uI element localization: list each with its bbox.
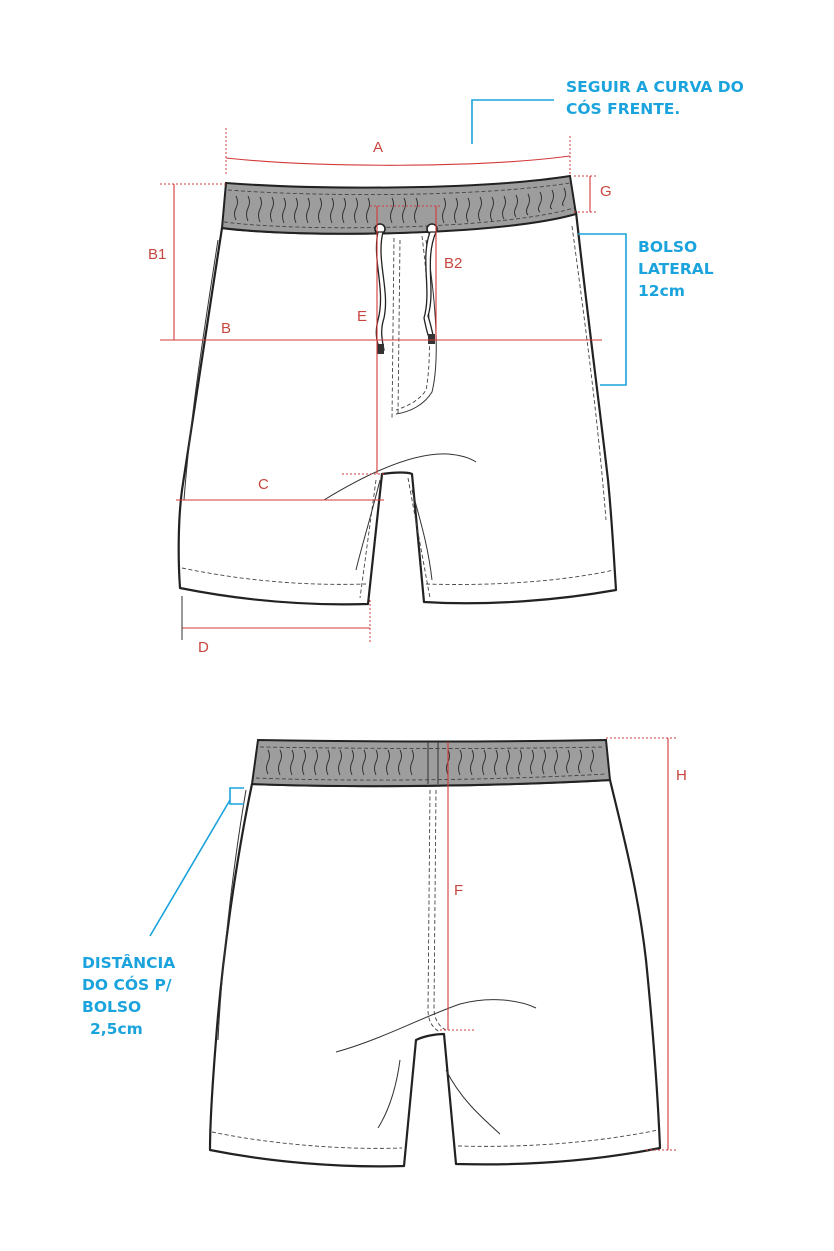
label-d: D bbox=[198, 639, 209, 656]
note-curva-line1: SEGUIR A CURVA DO bbox=[566, 78, 744, 96]
note-curva-line2: CÓS FRENTE. bbox=[566, 99, 680, 118]
back-right-hem-stitch bbox=[457, 1129, 659, 1147]
label-g: G bbox=[600, 183, 612, 200]
label-e: E bbox=[357, 308, 367, 325]
note-bolso-line1: BOLSO bbox=[638, 238, 697, 256]
front-waistband-top-stitch bbox=[227, 182, 571, 196]
note-distancia-line2: DO CÓS P/ bbox=[82, 975, 172, 994]
note-bolso-line2: LATERAL bbox=[638, 260, 714, 278]
front-fly-curve bbox=[395, 239, 437, 415]
bolso-lateral-bracket bbox=[578, 233, 627, 386]
curva-callout-line bbox=[471, 99, 554, 144]
front-left-leg-fold bbox=[355, 479, 381, 571]
back-left-leg-fold bbox=[377, 1059, 401, 1129]
note-bolso-line3: 12cm bbox=[638, 282, 685, 300]
back-waistband-gathers bbox=[266, 749, 594, 776]
right-cord-tip bbox=[428, 334, 435, 344]
back-measurements bbox=[440, 737, 676, 1151]
note-distancia-line3: BOLSO bbox=[82, 998, 141, 1016]
back-left-side-seam bbox=[217, 789, 247, 1041]
back-view-shorts bbox=[208, 738, 662, 1168]
front-right-side-seam bbox=[571, 225, 607, 521]
label-a: A bbox=[373, 139, 383, 156]
back-center-seam bbox=[427, 789, 447, 1033]
back-waistband bbox=[250, 738, 612, 788]
measure-a-line bbox=[225, 155, 571, 166]
note-distancia-line4: 2,5cm bbox=[90, 1020, 143, 1038]
label-f: F bbox=[454, 882, 463, 899]
label-b1: B1 bbox=[148, 246, 166, 263]
front-right-inseam-stitch bbox=[407, 477, 431, 599]
note-distancia-line1: DISTÂNCIA bbox=[82, 953, 175, 972]
front-right-leg-fold bbox=[411, 489, 433, 581]
back-body-outline bbox=[208, 778, 662, 1168]
back-left-hem-stitch bbox=[211, 1131, 403, 1149]
front-body-outline bbox=[177, 210, 618, 606]
label-h: H bbox=[676, 767, 687, 784]
front-right-hem-stitch bbox=[425, 569, 615, 585]
back-waistband-center-seam bbox=[427, 742, 439, 784]
front-left-side-seam bbox=[183, 239, 219, 501]
front-view-shorts bbox=[177, 174, 618, 606]
label-b2: B2 bbox=[444, 255, 462, 272]
distancia-callout-line bbox=[149, 799, 231, 937]
label-b: B bbox=[221, 320, 231, 337]
front-crotch-crease bbox=[323, 453, 477, 501]
front-waistband bbox=[220, 174, 578, 235]
front-measurements bbox=[160, 128, 602, 642]
front-left-hem-stitch bbox=[181, 567, 367, 585]
label-c: C bbox=[258, 476, 269, 493]
back-right-leg-fold bbox=[445, 1069, 501, 1135]
distancia-bracket bbox=[229, 787, 244, 805]
front-waistband-bottom-stitch bbox=[223, 207, 575, 229]
back-waistband-bottom-stitch bbox=[255, 773, 607, 781]
front-waistband-gathers bbox=[234, 187, 566, 224]
left-cord-tip bbox=[377, 344, 384, 354]
back-seat-crease bbox=[335, 999, 537, 1053]
